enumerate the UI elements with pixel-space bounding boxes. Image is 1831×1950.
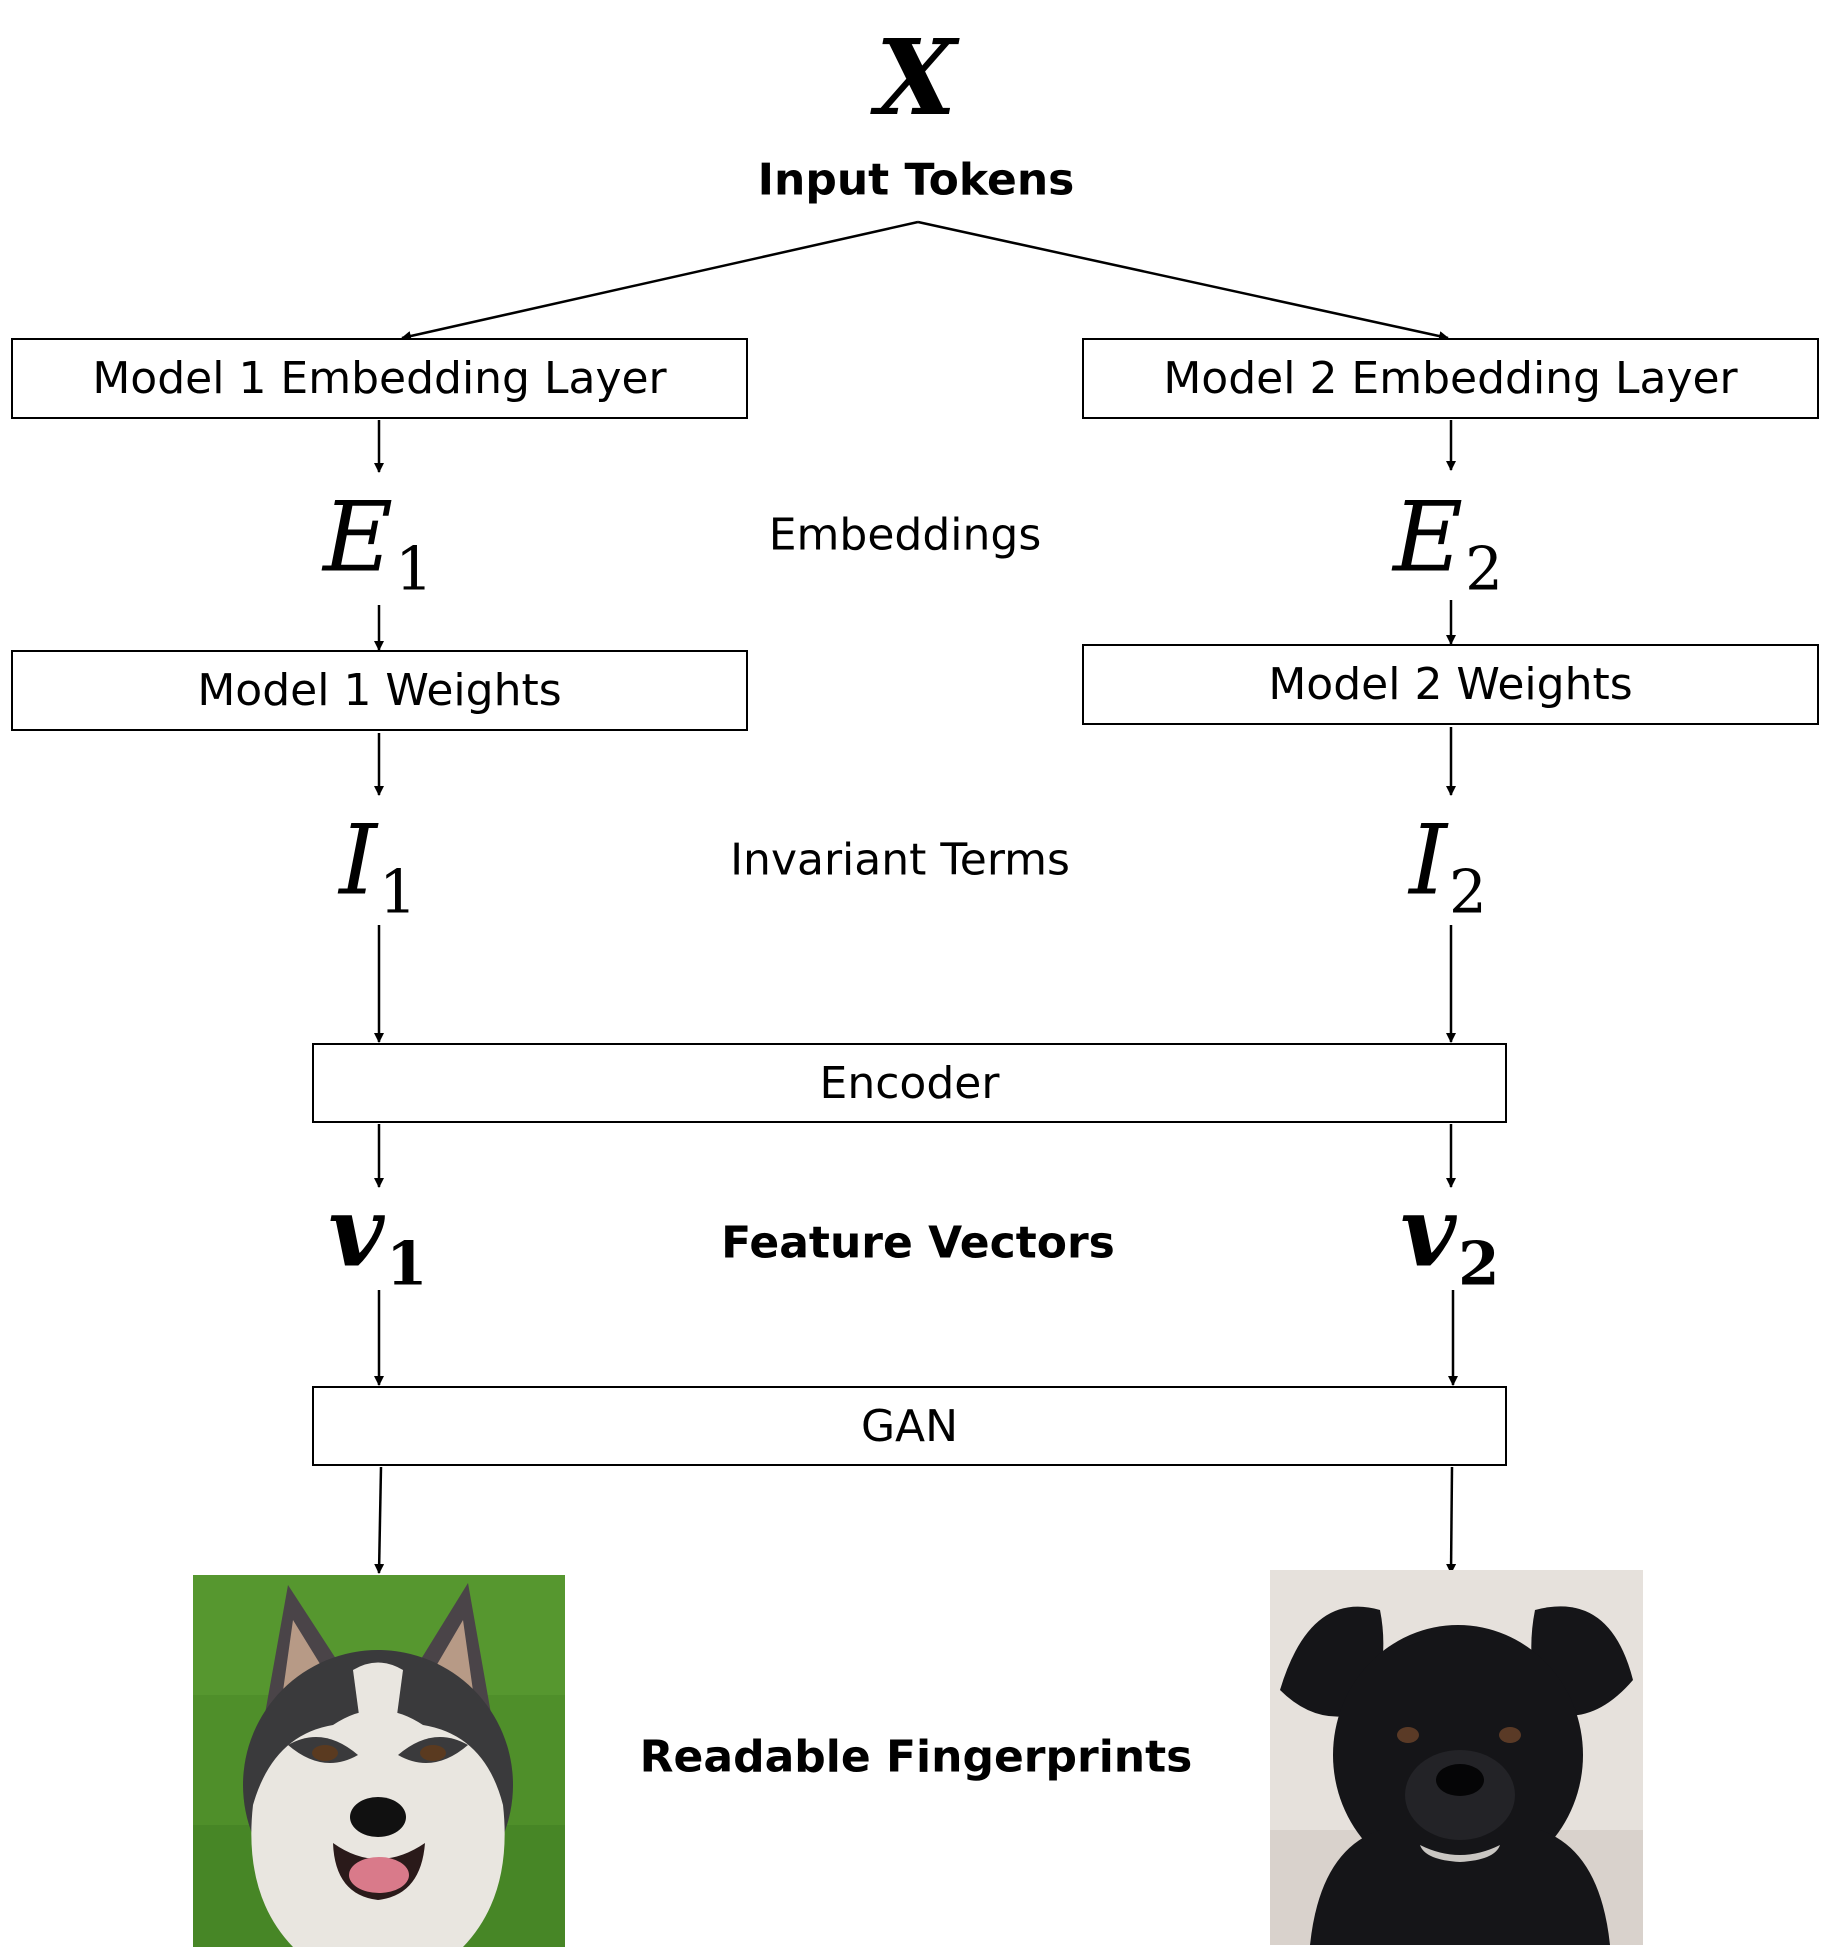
model2-embedding-layer-box: Model 2 Embedding Layer	[1082, 338, 1819, 419]
invariant-i1: I1	[339, 813, 417, 924]
invariant-i1-subscript: 1	[379, 858, 417, 928]
model1-embedding-layer-box: Model 1 Embedding Layer	[11, 338, 748, 419]
feature-v1-subscript: 1	[386, 1229, 428, 1300]
arrow-input-to-model1	[401, 220, 919, 341]
encoder-box: Encoder	[312, 1043, 1507, 1123]
embedding-e1-symbol: E	[323, 481, 394, 594]
fingerprint-image-husky	[193, 1575, 565, 1947]
feature-v1: v1	[328, 1184, 427, 1296]
embedding-e1-subscript: 1	[395, 535, 433, 605]
feature-v2-subscript: 2	[1458, 1229, 1500, 1300]
embedding-e1: E1	[323, 490, 433, 601]
model1-embedding-layer-label: Model 1 Embedding Layer	[92, 353, 667, 404]
invariant-i2: I2	[1409, 813, 1487, 924]
input-tokens-label: Input Tokens	[757, 154, 1075, 206]
arrow-gan-to-image2	[1446, 1466, 1457, 1574]
feature-v2-symbol: v	[1400, 1175, 1457, 1289]
model2-weights-box: Model 2 Weights	[1082, 644, 1819, 725]
feature-vectors-label: Feature Vectors	[721, 1217, 1115, 1269]
embedding-e2-subscript: 2	[1465, 535, 1503, 605]
readable-fingerprints-label: Readable Fingerprints	[639, 1731, 1193, 1783]
invariant-i2-subscript: 2	[1449, 858, 1487, 928]
encoder-label: Encoder	[819, 1057, 1000, 1109]
feature-v1-symbol: v	[328, 1175, 385, 1289]
fingerprint-image-black-dog	[1270, 1570, 1643, 1945]
embedding-e2-symbol: E	[1393, 481, 1464, 594]
arrow-input-to-model2	[917, 220, 1449, 341]
invariant-i2-symbol: I	[1409, 804, 1448, 917]
feature-v2: v2	[1400, 1184, 1499, 1296]
input-symbol: X	[875, 16, 957, 139]
invariant-terms-label: Invariant Terms	[730, 834, 1070, 886]
embedding-e2: E2	[1393, 490, 1503, 601]
invariant-i1-symbol: I	[339, 804, 378, 917]
embeddings-label: Embeddings	[768, 509, 1042, 561]
gan-label: GAN	[860, 1400, 959, 1452]
gan-box: GAN	[312, 1386, 1507, 1466]
arrow-gan-to-image1	[374, 1466, 385, 1574]
model2-weights-label: Model 2 Weights	[1268, 659, 1633, 710]
model1-weights-label: Model 1 Weights	[197, 665, 562, 716]
model1-weights-box: Model 1 Weights	[11, 650, 748, 731]
model2-embedding-layer-label: Model 2 Embedding Layer	[1163, 353, 1738, 404]
